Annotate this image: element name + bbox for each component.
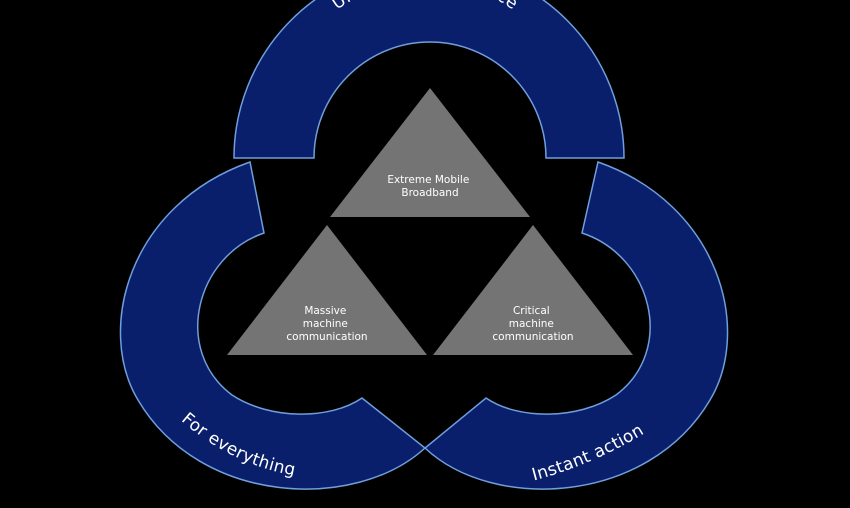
triangle-label-top-line-2: Broadband <box>401 187 458 199</box>
triangle-label-top: Extreme Mobile Broadband <box>387 174 472 199</box>
triangle-critical-machine-communication <box>433 225 633 355</box>
triangle-label-right-line-2: machine <box>509 318 554 330</box>
triangle-extreme-mobile-broadband <box>330 88 530 217</box>
triangle-label-right-line-1: Critical <box>513 305 550 317</box>
triangle-label-left-line-1: Massive <box>304 305 346 317</box>
triangle-label-right-line-3: communication <box>492 331 573 343</box>
arc-unlimited-experience <box>233 0 625 159</box>
triangle-label-left: Massive machine communication <box>286 305 367 343</box>
triangle-label-left-line-3: communication <box>286 331 367 343</box>
arc-instant-action <box>423 161 729 490</box>
triangle-label-right: Critical machine communication <box>492 305 573 343</box>
triangle-massive-machine-communication <box>227 225 427 355</box>
triangle-label-top-line-1: Extreme Mobile <box>387 174 469 186</box>
triangle-label-left-line-2: machine <box>303 318 348 330</box>
arc-for-everything <box>119 161 427 490</box>
